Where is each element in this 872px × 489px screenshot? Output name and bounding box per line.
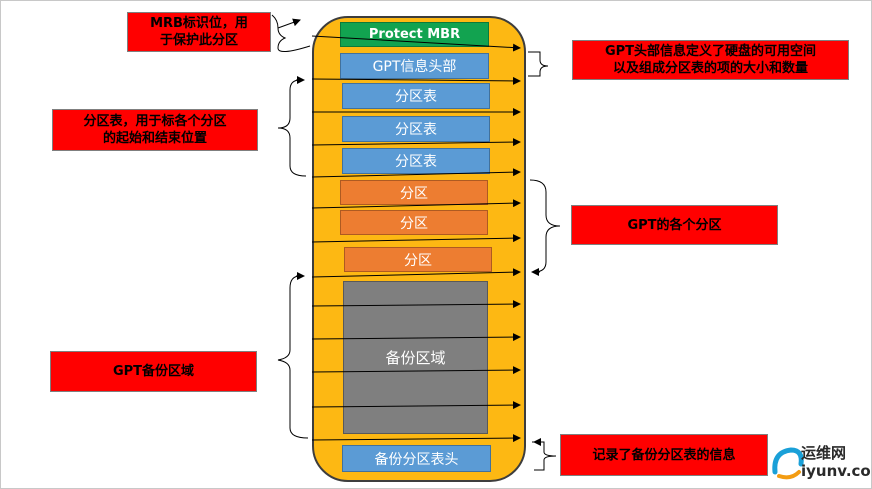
arrow-line: [311, 268, 521, 278]
partitions-annotation: GPT的各个分区: [571, 205, 778, 245]
bracket: [277, 79, 307, 177]
arrow-line: [311, 366, 521, 375]
partition-table-block: 分区表: [342, 116, 490, 142]
arrow-line: [311, 333, 521, 342]
gpt-header-annotation: GPT头部信息定义了硬盘的可用空间 以及组成分区表的项的大小和数量: [572, 40, 849, 80]
partition-block: 分区: [340, 180, 488, 205]
partition-block: 分区: [340, 210, 488, 235]
logo-text-en: iyunv.com: [801, 462, 872, 480]
arrow-line: [277, 18, 301, 29]
arrow-line: [311, 434, 521, 443]
protect-mbr-block: Protect MBR: [340, 22, 489, 47]
arrow-line: [311, 234, 521, 243]
bracket: [528, 51, 549, 77]
mbr-annotation: MRB标识位，用 于保护此分区: [127, 12, 271, 52]
backup-table-header-block: 备份分区表头: [342, 445, 491, 472]
partition-table-block: 分区表: [342, 83, 490, 109]
logo-text-cn: 运维网: [801, 444, 847, 462]
bracket: [529, 179, 561, 273]
arrow-line: [311, 199, 521, 209]
partition-table-annotation: 分区表，用于标各个分区 的起始和结束位置: [52, 109, 258, 151]
arrow-line: [311, 168, 521, 178]
site-logo: 运维网 iyunv.com: [771, 438, 872, 484]
backup-annotation: GPT备份区域: [50, 351, 257, 392]
bracket: [271, 14, 311, 52]
swirl-logo-icon: [772, 447, 804, 480]
partition-block: 分区: [344, 247, 492, 272]
bracket: [277, 275, 309, 439]
arrow-line: [311, 401, 521, 410]
bracket: [532, 441, 557, 471]
partition-table-block: 分区表: [342, 148, 490, 174]
arrow-line: [311, 138, 521, 147]
gpt-header-block: GPT信息头部: [340, 53, 489, 79]
backup-region-block: 备份区域: [343, 281, 488, 434]
arrow-line: [311, 35, 521, 52]
backup-header-annotation: 记录了备份分区表的信息: [560, 434, 768, 476]
arrow-line: [311, 76, 521, 85]
arrow-line: [311, 300, 521, 309]
